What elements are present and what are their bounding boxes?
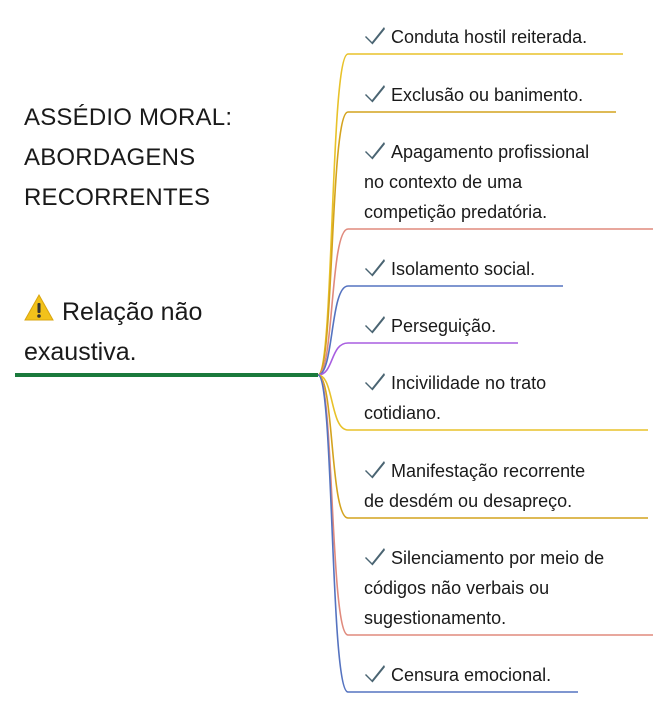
branch-item-8: Silenciamento por meio de códigos não ver… bbox=[364, 543, 664, 633]
branch-line-4 bbox=[317, 285, 563, 376]
check-mark-icon bbox=[365, 259, 385, 277]
branch-item-2: Exclusão ou banimento. bbox=[364, 80, 664, 110]
branch-item-1: Conduta hostil reiterada. bbox=[364, 22, 664, 52]
branch-item-7-line-2: de desdém ou desapreço. bbox=[364, 491, 573, 511]
title-line-2: ABORDAGENS bbox=[24, 144, 196, 171]
branch-line-7 bbox=[317, 374, 648, 519]
branch-item-8-line-3: sugestionamento. bbox=[364, 608, 507, 628]
warning-icon bbox=[24, 293, 54, 321]
branch-item-3: Apagamento profissional no contexto de um… bbox=[364, 137, 664, 227]
branch-item-1-line-1: Conduta hostil reiterada. bbox=[364, 22, 664, 52]
check-mark-icon bbox=[365, 316, 385, 334]
branch-line-2 bbox=[317, 111, 616, 376]
disclaimer-note: Relação não exaustiva. bbox=[24, 292, 304, 372]
diagram-title: ASSÉDIO MORAL: ABORDAGENS RECORRENTES bbox=[24, 98, 324, 218]
branch-item-3-line-2: no contexto de uma bbox=[364, 172, 523, 192]
branch-line-9 bbox=[317, 374, 578, 693]
note-line-2: exaustiva. bbox=[24, 338, 137, 366]
branch-item-4-line-1: Isolamento social. bbox=[364, 254, 664, 284]
branch-item-7-line-1: Manifestação recorrente bbox=[364, 456, 664, 486]
check-mark-icon bbox=[365, 142, 385, 160]
branch-item-5-line-1: Perseguição. bbox=[364, 311, 664, 341]
check-mark-icon bbox=[365, 461, 385, 479]
branch-item-3-line-3: competição predatória. bbox=[364, 202, 548, 222]
note-line-1: Relação não bbox=[62, 298, 203, 326]
branch-item-6: Incivilidade no trato cotidiano. bbox=[364, 368, 664, 428]
check-mark-icon bbox=[365, 548, 385, 566]
branch-item-9: Censura emocional. bbox=[364, 660, 664, 690]
branch-item-6-line-1: Incivilidade no trato bbox=[364, 368, 664, 398]
check-mark-icon bbox=[365, 373, 385, 391]
title-line-1: ASSÉDIO MORAL: bbox=[24, 104, 233, 131]
branch-item-6-line-2: cotidiano. bbox=[364, 403, 442, 423]
branch-item-7: Manifestação recorrente de desdém ou desa… bbox=[364, 456, 664, 516]
branch-item-9-line-1: Censura emocional. bbox=[364, 660, 664, 690]
branch-line-5 bbox=[317, 342, 518, 376]
branch-item-4: Isolamento social. bbox=[364, 254, 664, 284]
branch-item-3-line-1: Apagamento profissional bbox=[364, 137, 664, 167]
branch-line-6 bbox=[317, 374, 648, 431]
title-line-3: RECORRENTES bbox=[24, 184, 211, 211]
check-mark-icon bbox=[365, 665, 385, 683]
check-mark-icon bbox=[365, 27, 385, 45]
branch-line-3 bbox=[317, 228, 653, 376]
branch-item-2-line-1: Exclusão ou banimento. bbox=[364, 80, 664, 110]
check-mark-icon bbox=[365, 85, 385, 103]
branch-item-8-line-1: Silenciamento por meio de bbox=[364, 543, 664, 573]
branch-item-8-line-2: códigos não verbais ou bbox=[364, 578, 550, 598]
branch-item-5: Perseguição. bbox=[364, 311, 664, 341]
